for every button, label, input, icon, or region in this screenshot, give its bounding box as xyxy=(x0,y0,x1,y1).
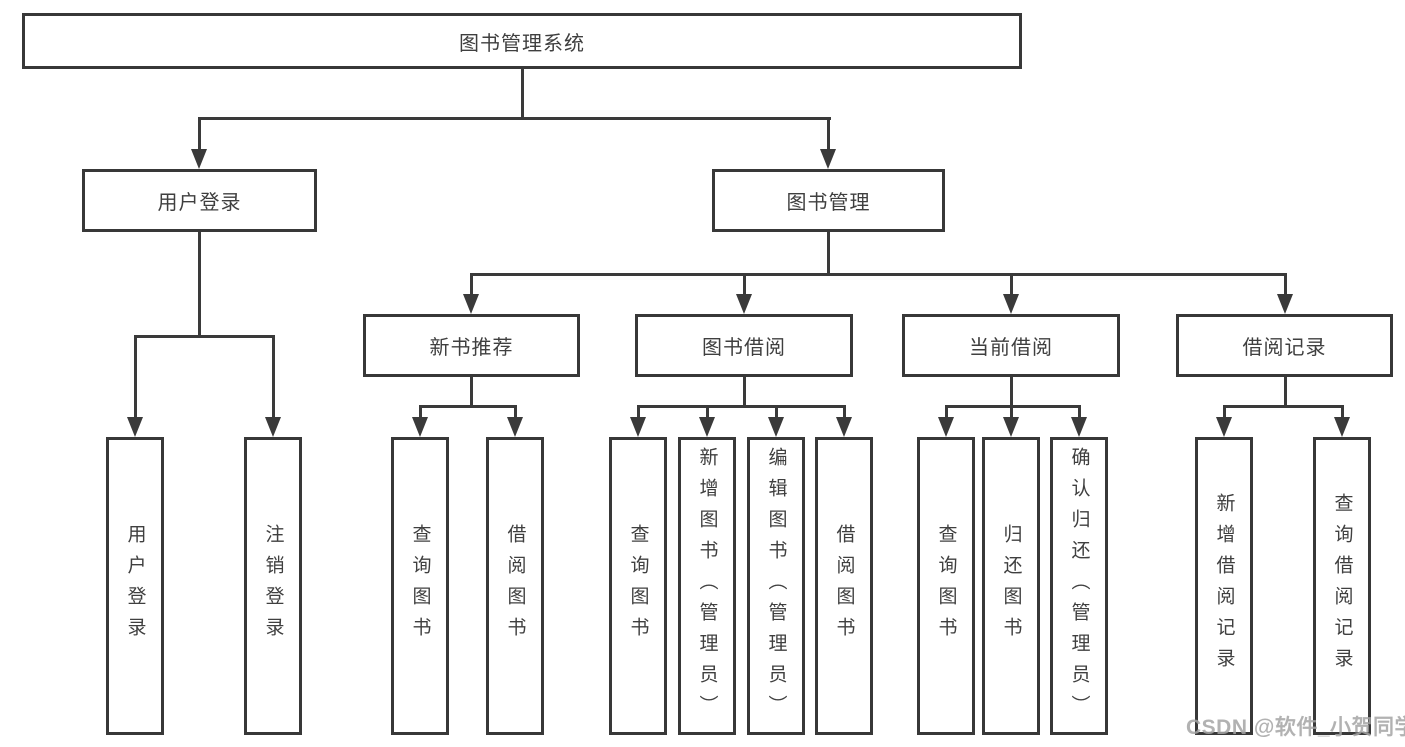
connector-line xyxy=(1341,405,1344,419)
connector-line xyxy=(134,335,137,419)
connector-line xyxy=(1284,273,1287,296)
connector-line xyxy=(1223,405,1226,419)
connector-line xyxy=(1010,405,1013,419)
node-borrow-record: 借阅记录 xyxy=(1176,314,1393,377)
arrow-down-icon xyxy=(630,417,646,437)
arrow-down-icon xyxy=(699,417,715,437)
connector-line xyxy=(470,377,473,405)
connector-line xyxy=(945,405,948,419)
arrow-down-icon xyxy=(736,294,752,314)
connector-line xyxy=(945,405,1081,408)
arrow-down-icon xyxy=(1003,294,1019,314)
node-user-login: 用户登录 xyxy=(82,169,317,232)
connector-line xyxy=(1010,377,1013,405)
csdn-watermark: CSDN @软件_小贺同学 xyxy=(1186,716,1405,739)
connector-line xyxy=(706,405,709,419)
node-new-book-recommend: 新书推荐 xyxy=(363,314,580,377)
leaf-label: 查询借阅记录 xyxy=(1331,493,1353,679)
leaf-label: 借阅图书 xyxy=(833,524,855,648)
connector-line xyxy=(743,377,746,405)
connector-line xyxy=(827,117,830,153)
connector-line xyxy=(419,405,517,408)
connector-line xyxy=(272,335,275,419)
leaf-label: 借阅图书 xyxy=(504,524,526,648)
arrow-down-icon xyxy=(1071,417,1087,437)
node-leaf-borrow-book-recommend: 借阅图书 xyxy=(486,437,544,735)
connector-line xyxy=(470,273,473,296)
node-leaf-query-book-current: 查询图书 xyxy=(917,437,975,735)
node-leaf-user-login: 用户登录 xyxy=(106,437,164,735)
connector-line xyxy=(198,117,201,153)
arrow-down-icon xyxy=(836,417,852,437)
connector-line xyxy=(1010,273,1013,296)
arrow-down-icon xyxy=(507,417,523,437)
node-leaf-query-borrow-record: 查询借阅记录 xyxy=(1313,437,1371,735)
leaf-label: 新增借阅记录 xyxy=(1213,493,1235,679)
connector-line xyxy=(637,405,640,419)
arrow-down-icon xyxy=(938,417,954,437)
arrow-down-icon xyxy=(191,149,207,169)
leaf-label: 查询图书 xyxy=(409,524,431,648)
connector-line xyxy=(134,335,274,338)
connector-line xyxy=(1078,405,1081,419)
node-leaf-query-book-borrow: 查询图书 xyxy=(609,437,667,735)
connector-line xyxy=(1223,405,1344,408)
connector-line xyxy=(827,232,830,273)
leaf-label: 归还图书 xyxy=(1000,524,1022,648)
connector-line xyxy=(1284,377,1287,405)
arrow-down-icon xyxy=(265,417,281,437)
leaf-label: 用户登录 xyxy=(124,524,146,648)
arrow-down-icon xyxy=(1277,294,1293,314)
node-root-library-system: 图书管理系统 xyxy=(22,13,1022,69)
node-leaf-query-book-recommend: 查询图书 xyxy=(391,437,449,735)
connector-line xyxy=(198,117,831,120)
node-current-borrow: 当前借阅 xyxy=(902,314,1120,377)
leaf-label: 查询图书 xyxy=(627,524,649,648)
leaf-label: 确认归还（管理员） xyxy=(1068,446,1090,726)
arrow-down-icon xyxy=(1003,417,1019,437)
node-leaf-add-borrow-record: 新增借阅记录 xyxy=(1195,437,1253,735)
connector-line xyxy=(637,405,846,408)
leaf-label: 注销登录 xyxy=(262,524,284,648)
connector-line xyxy=(743,273,746,296)
connector-line xyxy=(843,405,846,419)
arrow-down-icon xyxy=(1216,417,1232,437)
node-leaf-confirm-return-admin: 确认归还（管理员） xyxy=(1050,437,1108,735)
leaf-label: 查询图书 xyxy=(935,524,957,648)
node-leaf-return-book: 归还图书 xyxy=(982,437,1040,735)
arrow-down-icon xyxy=(820,149,836,169)
connector-line xyxy=(514,405,517,419)
connector-line xyxy=(775,405,778,419)
arrow-down-icon xyxy=(768,417,784,437)
arrow-down-icon xyxy=(127,417,143,437)
node-book-borrow: 图书借阅 xyxy=(635,314,853,377)
node-leaf-add-book-admin: 新增图书（管理员） xyxy=(678,437,736,735)
node-leaf-logout: 注销登录 xyxy=(244,437,302,735)
arrow-down-icon xyxy=(463,294,479,314)
node-leaf-edit-book-admin: 编辑图书（管理员） xyxy=(747,437,805,735)
leaf-label: 编辑图书（管理员） xyxy=(765,446,787,726)
connector-line xyxy=(419,405,422,419)
connector-line xyxy=(521,69,524,117)
node-leaf-borrow-book: 借阅图书 xyxy=(815,437,873,735)
connector-line xyxy=(198,232,201,335)
leaf-label: 新增图书（管理员） xyxy=(696,446,718,726)
arrow-down-icon xyxy=(1334,417,1350,437)
arrow-down-icon xyxy=(412,417,428,437)
node-book-management: 图书管理 xyxy=(712,169,945,232)
connector-line xyxy=(470,273,1287,276)
